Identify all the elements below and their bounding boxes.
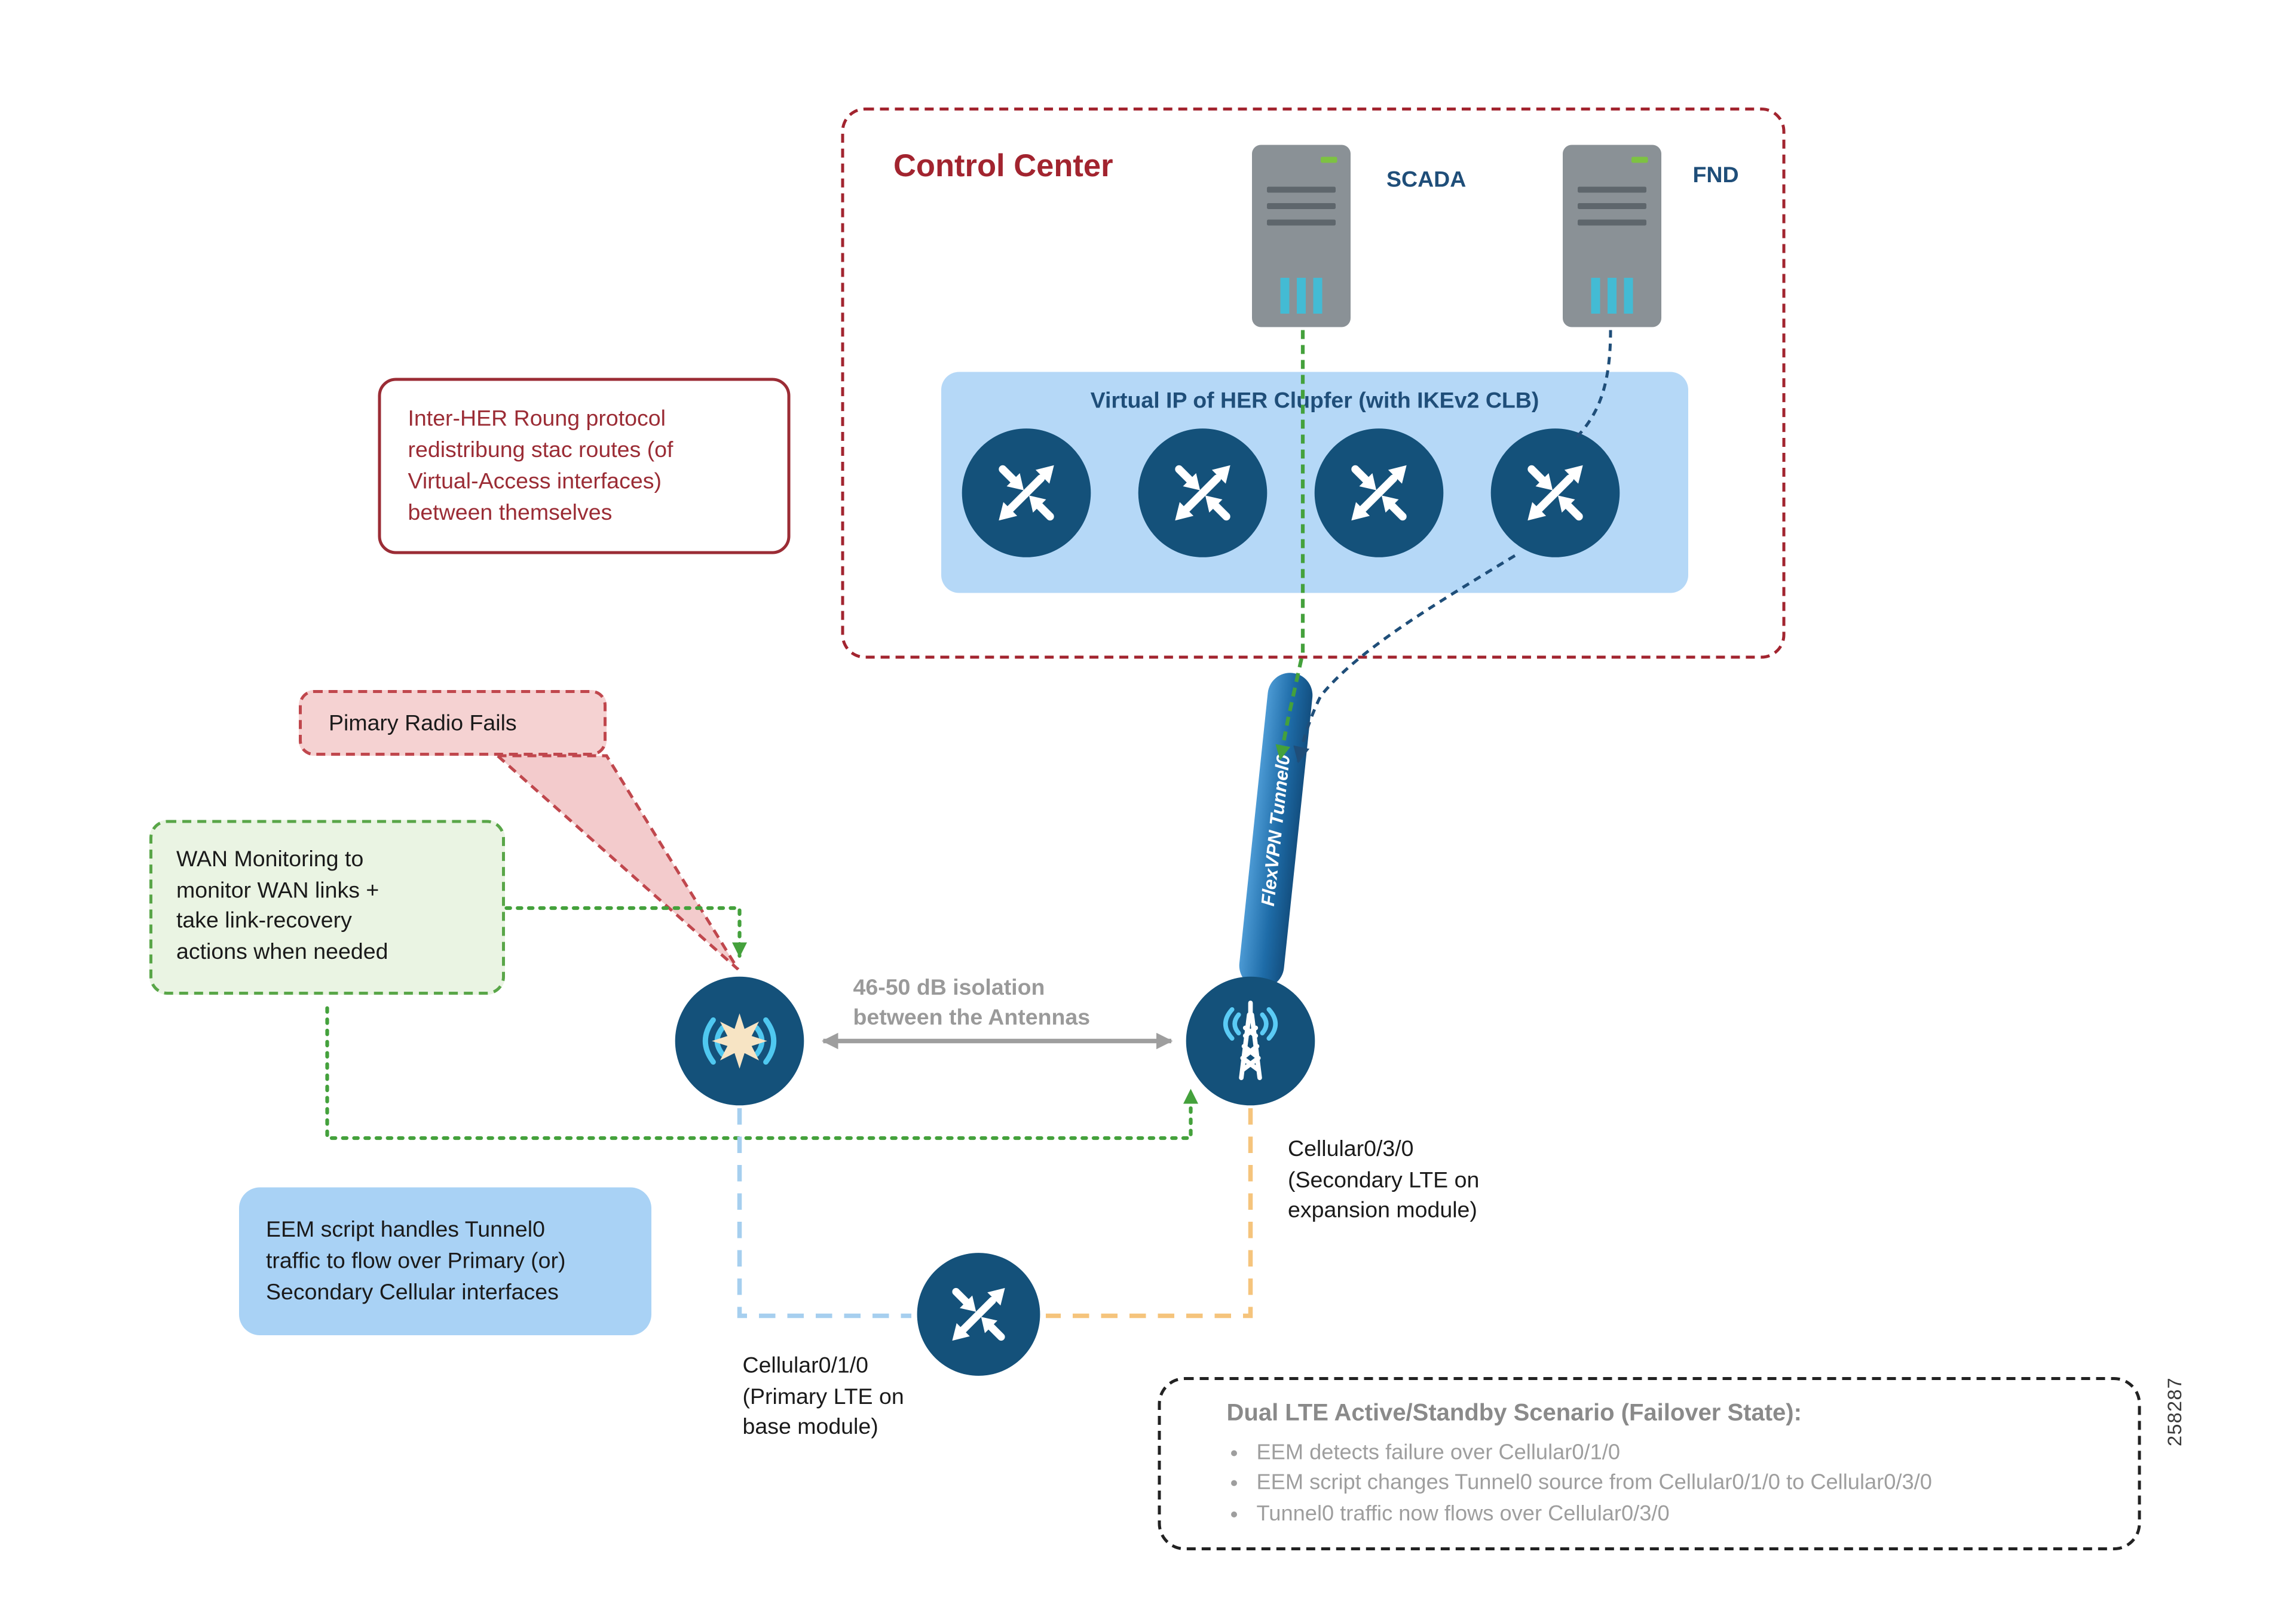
inter-her-callout: Inter-HER Roung protocol redistribung st… xyxy=(378,378,791,554)
wan-radio-line xyxy=(504,906,747,958)
server-led xyxy=(1321,157,1337,163)
cellular-secondary-label: Cellular0/3/0 (Secondary LTE on expansio… xyxy=(1288,1136,1480,1224)
antenna-tower-icon xyxy=(1185,976,1317,1107)
figure-number: 258287 xyxy=(2163,1377,2186,1446)
isolation-label: 46-50 dB isolation between the Antennas xyxy=(853,975,1091,1031)
wan-monitoring-callout: WAN Monitoring to monitor WAN links + ta… xyxy=(149,820,505,995)
server-led xyxy=(1631,157,1648,163)
her-cluster-routers xyxy=(941,427,1688,559)
primary-radio-fails-text: Pimary Radio Fails xyxy=(329,710,517,736)
cellular-router-node xyxy=(916,1252,1042,1377)
cellular-primary-label: Cellular0/1/0 (Primary LTE on base modul… xyxy=(742,1353,904,1440)
server-slots xyxy=(1578,186,1646,237)
failover-bullet: EEM detects failure over Cellular0/1/0 xyxy=(1254,1439,2102,1469)
server-slots xyxy=(1267,186,1336,237)
router-icon xyxy=(961,427,1092,559)
failover-scenario-box: Dual LTE Active/Standby Scenario (Failov… xyxy=(1158,1377,2141,1550)
router-icon xyxy=(1490,427,1621,559)
cellular-primary-line xyxy=(737,1108,911,1319)
her-cluster-box: Virtual IP of HER Clupfer (with IKEv2 CL… xyxy=(941,372,1688,593)
primary-radio-fails-callout: Pimary Radio Fails xyxy=(299,690,607,756)
control-center-title: Control Center xyxy=(893,149,1113,184)
pink-callout-pointer xyxy=(493,754,740,971)
failover-bullet: EEM script changes Tunnel0 source from C… xyxy=(1254,1468,2102,1499)
scada-server-icon xyxy=(1252,145,1351,327)
failover-bullet: Tunnel0 traffic now flows over Cellular0… xyxy=(1254,1499,2102,1529)
server-vents xyxy=(1280,278,1323,314)
fnd-label: FND xyxy=(1692,162,1739,189)
secondary-antenna-node xyxy=(1185,976,1317,1107)
eem-script-callout: EEM script handles Tunnel0 traffic to fl… xyxy=(239,1187,651,1335)
fnd-server-icon xyxy=(1563,145,1661,327)
cellular-secondary-line xyxy=(1046,1108,1253,1319)
primary-radio-node xyxy=(674,976,806,1107)
failover-title: Dual LTE Active/Standby Scenario (Failov… xyxy=(1226,1401,1802,1427)
failover-bullets: EEM detects failure over Cellular0/1/0 E… xyxy=(1227,1439,2102,1529)
flexvpn-tunnel-label: FlexVPN Tunnel0 xyxy=(1257,753,1294,907)
flexvpn-tunnel: FlexVPN Tunnel0 xyxy=(1237,670,1315,991)
scada-label: SCADA xyxy=(1386,167,1467,193)
radio-failed-icon xyxy=(674,976,806,1107)
router-icon xyxy=(1137,427,1269,559)
router-icon xyxy=(916,1252,1042,1377)
server-vents xyxy=(1591,278,1633,314)
router-icon xyxy=(1314,427,1445,559)
her-cluster-title: Virtual IP of HER Clupfer (with IKEv2 CL… xyxy=(1090,388,1539,414)
